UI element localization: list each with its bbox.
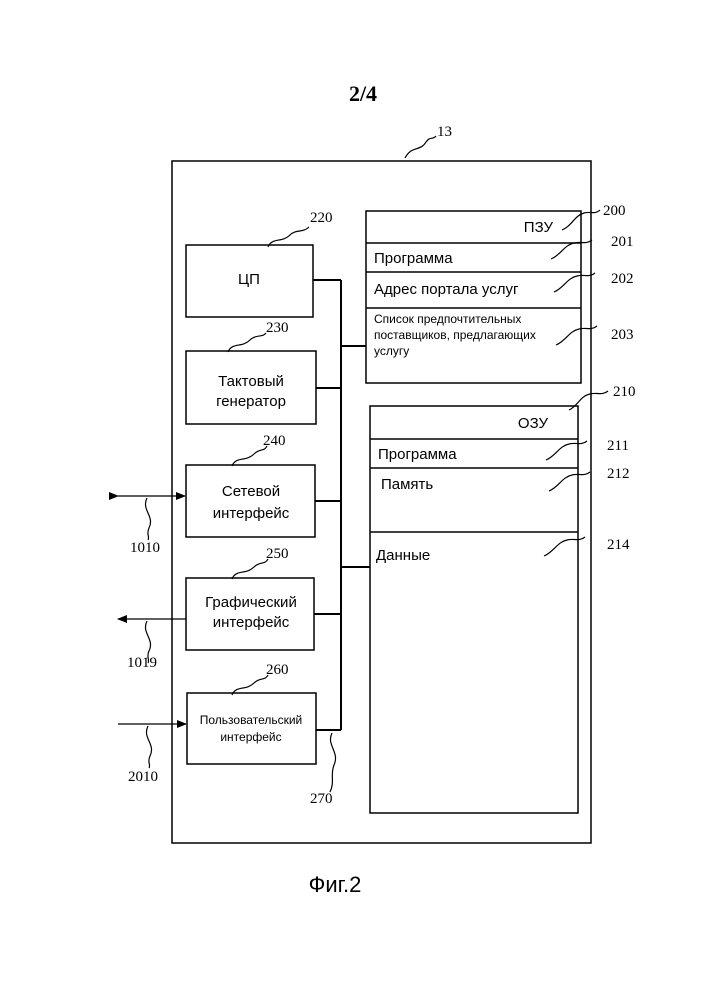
bus-ref: 270: [310, 791, 333, 807]
network-label-line2: интерфейс: [213, 505, 290, 522]
cpu-block: ЦП 220: [186, 210, 333, 317]
cpu-label: ЦП: [238, 271, 260, 288]
rom-row-providers-line1: Список предпочтительных: [374, 312, 521, 326]
ram-leader: [569, 391, 608, 410]
figure-caption: Фиг.2: [309, 872, 362, 897]
clock-label-line2: генератор: [216, 393, 286, 410]
ram-box: [370, 406, 578, 813]
rom-row2-leader: [554, 273, 595, 292]
user-box: [187, 693, 316, 764]
clock-leader: [228, 333, 266, 352]
graphics-label-line2: интерфейс: [213, 614, 290, 631]
graphics-block: Графический интерфейс 250: [186, 546, 314, 650]
ram-row-data: Данные: [376, 547, 430, 564]
network-io-ref: 1010: [130, 540, 160, 556]
device-ref: 13: [437, 124, 452, 140]
rom-row-providers-line3: услугу: [374, 344, 409, 358]
rom-row2-ref: 202: [611, 271, 634, 287]
graphics-label-line1: Графический: [205, 594, 297, 611]
network-block: Сетевой интерфейс 240: [186, 433, 315, 537]
ram-row2-ref: 212: [607, 466, 630, 482]
ram-row3-ref: 214: [607, 537, 630, 553]
user-label-line2: интерфейс: [220, 730, 281, 744]
graphics-ref: 250: [266, 546, 289, 562]
clock-block: Тактовый генератор 230: [186, 320, 316, 424]
rom-row1-ref: 201: [611, 234, 634, 250]
user-in-signal: 2010: [118, 724, 186, 785]
rom-block: ПЗУ Программа Адрес портала услуг Список…: [366, 203, 634, 383]
network-leader: [232, 446, 267, 466]
graphics-out-ref: 1019: [127, 655, 157, 671]
user-leader: [232, 675, 268, 695]
ram-row-memory: Память: [381, 476, 433, 493]
ram-block: ОЗУ Программа Память Данные 210 211 212 …: [370, 384, 636, 813]
user-in-leader: [146, 726, 151, 768]
ram-row3-leader: [544, 537, 585, 556]
ram-title: ОЗУ: [518, 415, 549, 432]
network-label-line1: Сетевой: [222, 483, 280, 500]
rom-row3-ref: 203: [611, 327, 634, 343]
user-ref: 260: [266, 662, 289, 678]
user-block: Пользовательский интерфейс 260: [187, 662, 316, 764]
rom-title: ПЗУ: [524, 219, 554, 236]
rom-ref: 200: [603, 203, 626, 219]
network-box: [186, 465, 315, 537]
rom-row-portal-address: Адрес портала услуг: [374, 281, 519, 298]
network-io-leader: [145, 498, 150, 540]
graphics-leader: [232, 559, 268, 579]
cpu-leader: [268, 227, 309, 247]
user-in-ref: 2010: [128, 769, 158, 785]
network-ref: 240: [263, 433, 286, 449]
bus-leader: [330, 733, 336, 792]
cpu-ref: 220: [310, 210, 333, 226]
network-io-signal: 1010: [118, 496, 185, 556]
rom-row-providers-line2: поставщиков, предлагающих: [374, 328, 536, 342]
ram-row1-leader: [546, 441, 587, 460]
clock-label-line1: Тактовый: [218, 373, 284, 390]
user-label-line1: Пользовательский: [200, 713, 303, 727]
ram-row1-ref: 211: [607, 438, 629, 454]
device-leader: [405, 136, 436, 158]
page-label: 2/4: [349, 81, 377, 106]
ram-ref: 210: [613, 384, 636, 400]
clock-ref: 230: [266, 320, 289, 336]
ram-row2-leader: [549, 472, 590, 491]
graphics-out-signal: 1019: [118, 619, 186, 671]
system-bus: 270: [310, 280, 370, 807]
ram-row-program: Программа: [378, 446, 457, 463]
rom-row-program: Программа: [374, 250, 453, 267]
